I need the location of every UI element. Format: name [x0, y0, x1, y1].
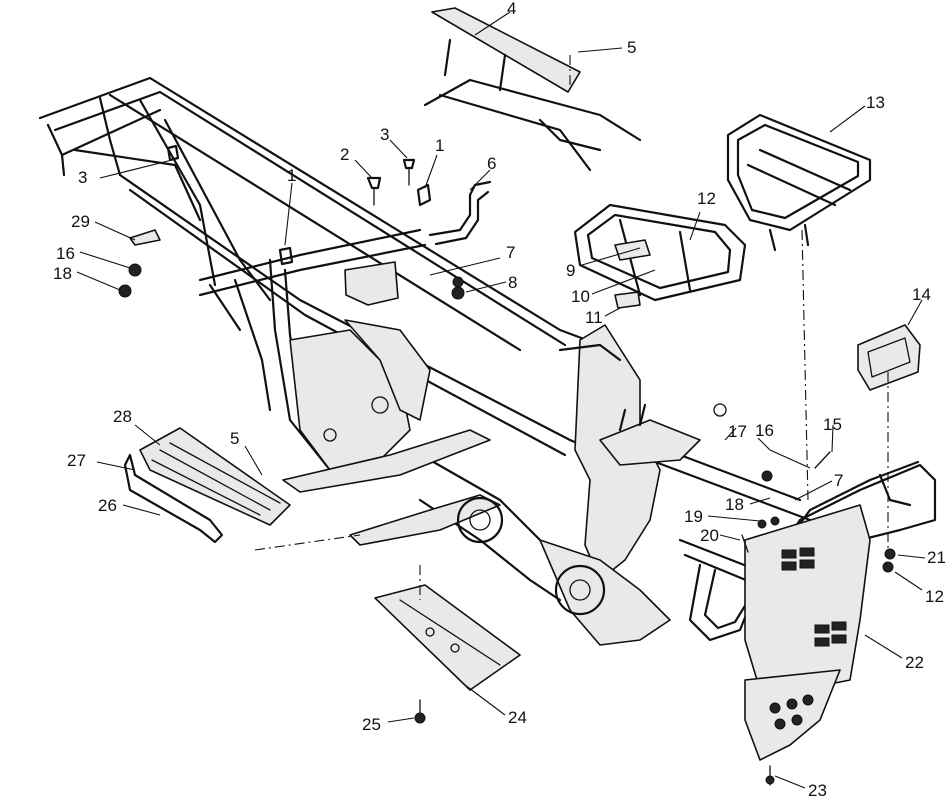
callout-20: 20: [700, 526, 719, 545]
inset-bracket: [423, 7, 642, 172]
callout-2: 2: [340, 145, 349, 164]
callout-10: 10: [571, 287, 590, 306]
bumper-holes: [769, 547, 847, 730]
callout-6: 6: [487, 154, 496, 173]
callout-5: 5: [627, 38, 636, 57]
callout-8: 8: [508, 273, 517, 292]
callout-27: 27: [67, 451, 86, 470]
callout-1: 1: [435, 136, 444, 155]
callout-12: 12: [697, 189, 716, 208]
front-bumper: [688, 460, 937, 761]
headlight-14: [857, 324, 921, 391]
callout-1: 1: [287, 166, 296, 185]
callout-labels: 1 1 2 3 3 4 5 5 6 7 7 8 9 10 11 12 12 13…: [53, 0, 946, 797]
callout-7: 7: [506, 243, 515, 262]
footrest-assembly: [123, 427, 291, 544]
callout-4: 4: [507, 0, 516, 18]
callout-12: 12: [925, 587, 944, 606]
callout-25: 25: [362, 715, 381, 734]
callout-16: 16: [56, 244, 75, 263]
callout-22: 22: [905, 653, 924, 672]
callout-19: 19: [684, 507, 703, 526]
alignment-lines: [254, 55, 889, 600]
leader-lines: [76, 11, 926, 789]
callout-21: 21: [927, 548, 946, 567]
callout-3: 3: [78, 168, 87, 187]
callout-18: 18: [53, 264, 72, 283]
callout-7: 7: [834, 471, 843, 490]
callout-29: 29: [71, 212, 90, 231]
callout-18: 18: [725, 495, 744, 514]
main-frame: [38, 76, 812, 646]
callout-16: 16: [755, 421, 774, 440]
callout-5: 5: [230, 429, 239, 448]
callout-13: 13: [866, 93, 885, 112]
callout-28: 28: [113, 407, 132, 426]
callout-15: 15: [823, 415, 842, 434]
rack-12: [573, 203, 747, 309]
callout-11: 11: [585, 308, 603, 327]
callout-24: 24: [508, 708, 527, 727]
callout-14: 14: [912, 285, 931, 304]
callout-23: 23: [808, 781, 827, 797]
hardware: [118, 144, 896, 786]
callout-3: 3: [380, 125, 389, 144]
rear-rack: [726, 113, 872, 252]
callout-17: 17: [728, 422, 747, 441]
callout-26: 26: [98, 496, 117, 515]
skid-plate-24: [374, 584, 521, 691]
callout-9: 9: [566, 261, 575, 280]
